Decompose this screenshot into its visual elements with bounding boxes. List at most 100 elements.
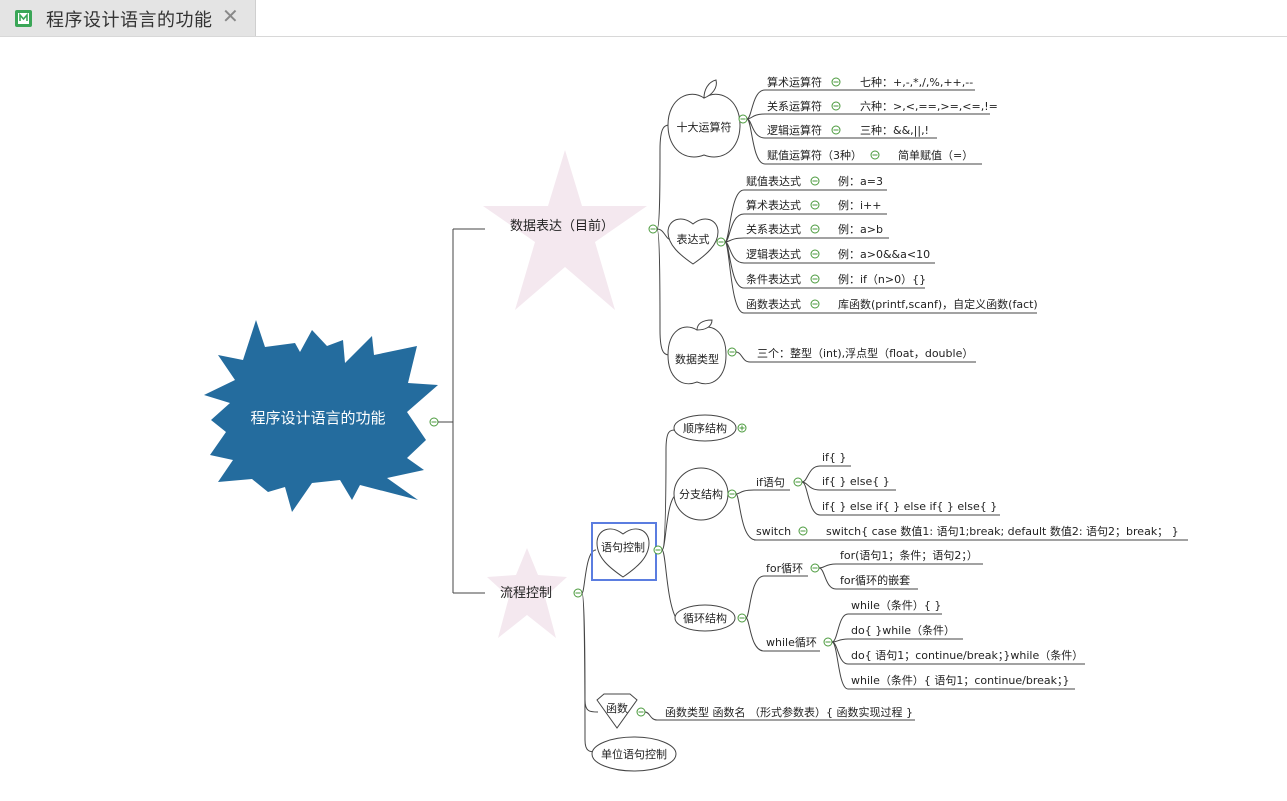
sequence-node[interactable]: 顺序结构 — [673, 414, 737, 442]
function-detail: 函数类型 函数名 （形式参数表）{ 函数实现过程 } — [665, 705, 913, 719]
function-node[interactable]: 函数 — [596, 693, 638, 729]
operators-node[interactable]: 十大运算符 — [667, 79, 741, 158]
flow-control-connector — [581, 549, 599, 753]
branch-structure-label: 分支结构 — [679, 487, 723, 501]
operator-item[interactable]: 算术运算符 七种：+,-,*,/,%,++,-- — [765, 75, 975, 91]
loop-structure-node[interactable]: 循环结构 — [674, 604, 736, 632]
loop-structure-label: 循环结构 — [683, 611, 727, 625]
root-node[interactable]: 程序设计语言的功能 — [204, 320, 438, 512]
unit-control-label: 单位语句控制 — [601, 747, 667, 761]
tab-document[interactable]: 程序设计语言的功能 ✕ — [0, 0, 256, 36]
while-item: while（条件）{ } — [851, 598, 941, 612]
operator-detail: 简单赋值（=） — [898, 148, 973, 162]
branch-label-flow-control: 流程控制 — [500, 586, 552, 601]
expression-item[interactable]: 关系表达式 例：a>b — [744, 222, 889, 239]
expression-detail: 例：if（n>0）{} — [838, 272, 926, 286]
operator-detail: 三种：&&,||,! — [860, 123, 929, 137]
expression-detail: 例：i++ — [838, 198, 882, 212]
operators-connector — [746, 89, 766, 165]
sequence-label: 顺序结构 — [683, 421, 727, 435]
apple-leaf — [703, 79, 717, 99]
expression-detail: 例：a>b — [838, 222, 883, 236]
if-item: if{ } — [822, 451, 846, 464]
root-connector — [438, 228, 485, 594]
star-shape — [483, 150, 647, 310]
branch-label-data-expression: 数据表达（目前） — [510, 218, 614, 234]
expression-detail: 库函数(printf,scanf)，自定义函数(fact) — [838, 297, 1038, 311]
branch-flow-control[interactable]: 流程控制 — [487, 548, 567, 638]
loop-structure-connector — [745, 575, 765, 652]
if-node-connector — [801, 465, 821, 516]
expression-detail: 例：a>0&&a<10 — [838, 247, 930, 261]
data-types-detail: 三个：整型（int),浮点型（float，double） — [757, 346, 973, 360]
operator-detail: 六种：>,<,==,>=,<=,!= — [860, 99, 998, 113]
switch-node-label: switch — [756, 525, 791, 538]
operator-item[interactable]: 赋值运算符（3种） 简单赋值（=） — [765, 148, 982, 165]
data-types-connector — [735, 351, 751, 363]
data-types-label: 数据类型 — [675, 352, 719, 366]
expression-label: 条件表达式 — [746, 272, 801, 286]
for-node-label: for循环 — [766, 562, 803, 575]
if-node-label: if语句 — [756, 476, 785, 489]
function-connector — [644, 711, 658, 721]
diamond-shape — [596, 693, 638, 729]
expression-label: 关系表达式 — [746, 222, 801, 236]
expressions-label: 表达式 — [677, 232, 710, 246]
unit-control-node[interactable]: 单位语句控制 — [591, 736, 677, 772]
statement-control-node[interactable]: 语句控制 — [596, 528, 650, 578]
tab-bar: 程序设计语言的功能 ✕ — [0, 0, 1287, 37]
expression-label: 赋值表达式 — [746, 174, 801, 188]
expressions-node[interactable]: 表达式 — [667, 218, 719, 265]
operator-label: 逻辑运算符 — [767, 123, 822, 137]
ellipse-shape — [673, 414, 737, 442]
expression-item[interactable]: 逻辑表达式 例：a>0&&a<10 — [744, 247, 935, 264]
branch-data-expression[interactable]: 数据表达（目前） — [483, 150, 647, 310]
while-item: while（条件）{ 语句1；continue/break；} — [851, 673, 1070, 687]
star-shape — [487, 548, 567, 638]
branch-structure-node[interactable]: 分支结构 — [673, 467, 729, 521]
expression-item[interactable]: 赋值表达式 例：a=3 — [744, 174, 887, 191]
expression-label: 算术表达式 — [746, 198, 801, 212]
expressions-connector — [724, 189, 745, 314]
for-item: for循环的嵌套 — [840, 573, 910, 587]
if-item: if{ } else if{ } else if{ } else{ } — [822, 500, 997, 513]
function-label: 函数 — [606, 702, 628, 715]
expression-detail: 例：a=3 — [838, 174, 883, 188]
close-icon[interactable]: ✕ — [222, 4, 239, 28]
expression-label: 逻辑表达式 — [746, 247, 801, 261]
expression-item[interactable]: 算术表达式 例：i++ — [744, 198, 887, 215]
for-item: for(语句1；条件；语句2；） — [840, 548, 978, 562]
expression-item[interactable]: 函数表达式 库函数(printf,scanf)，自定义函数(fact) — [744, 297, 1038, 314]
ellipse-shape — [591, 736, 677, 772]
data-types-node[interactable]: 数据类型 — [667, 319, 727, 385]
while-node-label: while循环 — [766, 636, 817, 649]
while-item: do{ 语句1；continue/break；}while（条件） — [851, 648, 1083, 662]
mindmap-file-icon — [15, 10, 32, 27]
heart-shape — [667, 218, 719, 265]
apple-leaf — [696, 319, 713, 331]
apple-shape — [667, 326, 727, 385]
tab-title: 程序设计语言的功能 — [46, 10, 213, 31]
heart-shape — [596, 528, 650, 578]
if-item: if{ } else{ } — [822, 475, 890, 488]
expression-item[interactable]: 条件表达式 例：if（n>0）{} — [744, 272, 926, 289]
operator-label: 关系运算符 — [767, 99, 822, 113]
apple-shape — [667, 93, 741, 158]
branch-structure-connector — [735, 489, 757, 541]
operator-item[interactable]: 关系运算符 六种：>,<,==,>=,<=,!= — [765, 99, 998, 115]
while-node-connector — [831, 613, 849, 690]
statement-control-connector — [661, 429, 677, 619]
for-node-connector — [818, 563, 837, 590]
switch-detail: switch{ case 数值1: 语句1;break; default 数值2… — [826, 525, 1179, 538]
root-explosion-shape — [204, 320, 438, 512]
while-item: do{ }while（条件） — [851, 623, 955, 637]
statement-control-label: 语句控制 — [601, 540, 645, 554]
ellipse-shape — [674, 604, 736, 632]
operator-label: 算术运算符 — [767, 75, 822, 89]
operator-detail: 七种：+,-,*,/,%,++,-- — [860, 75, 973, 89]
operator-item[interactable]: 逻辑运算符 三种：&&,||,! — [765, 123, 937, 139]
operators-label: 十大运算符 — [677, 120, 732, 134]
expression-label: 函数表达式 — [746, 297, 801, 311]
operator-label: 赋值运算符（3种） — [767, 148, 862, 162]
